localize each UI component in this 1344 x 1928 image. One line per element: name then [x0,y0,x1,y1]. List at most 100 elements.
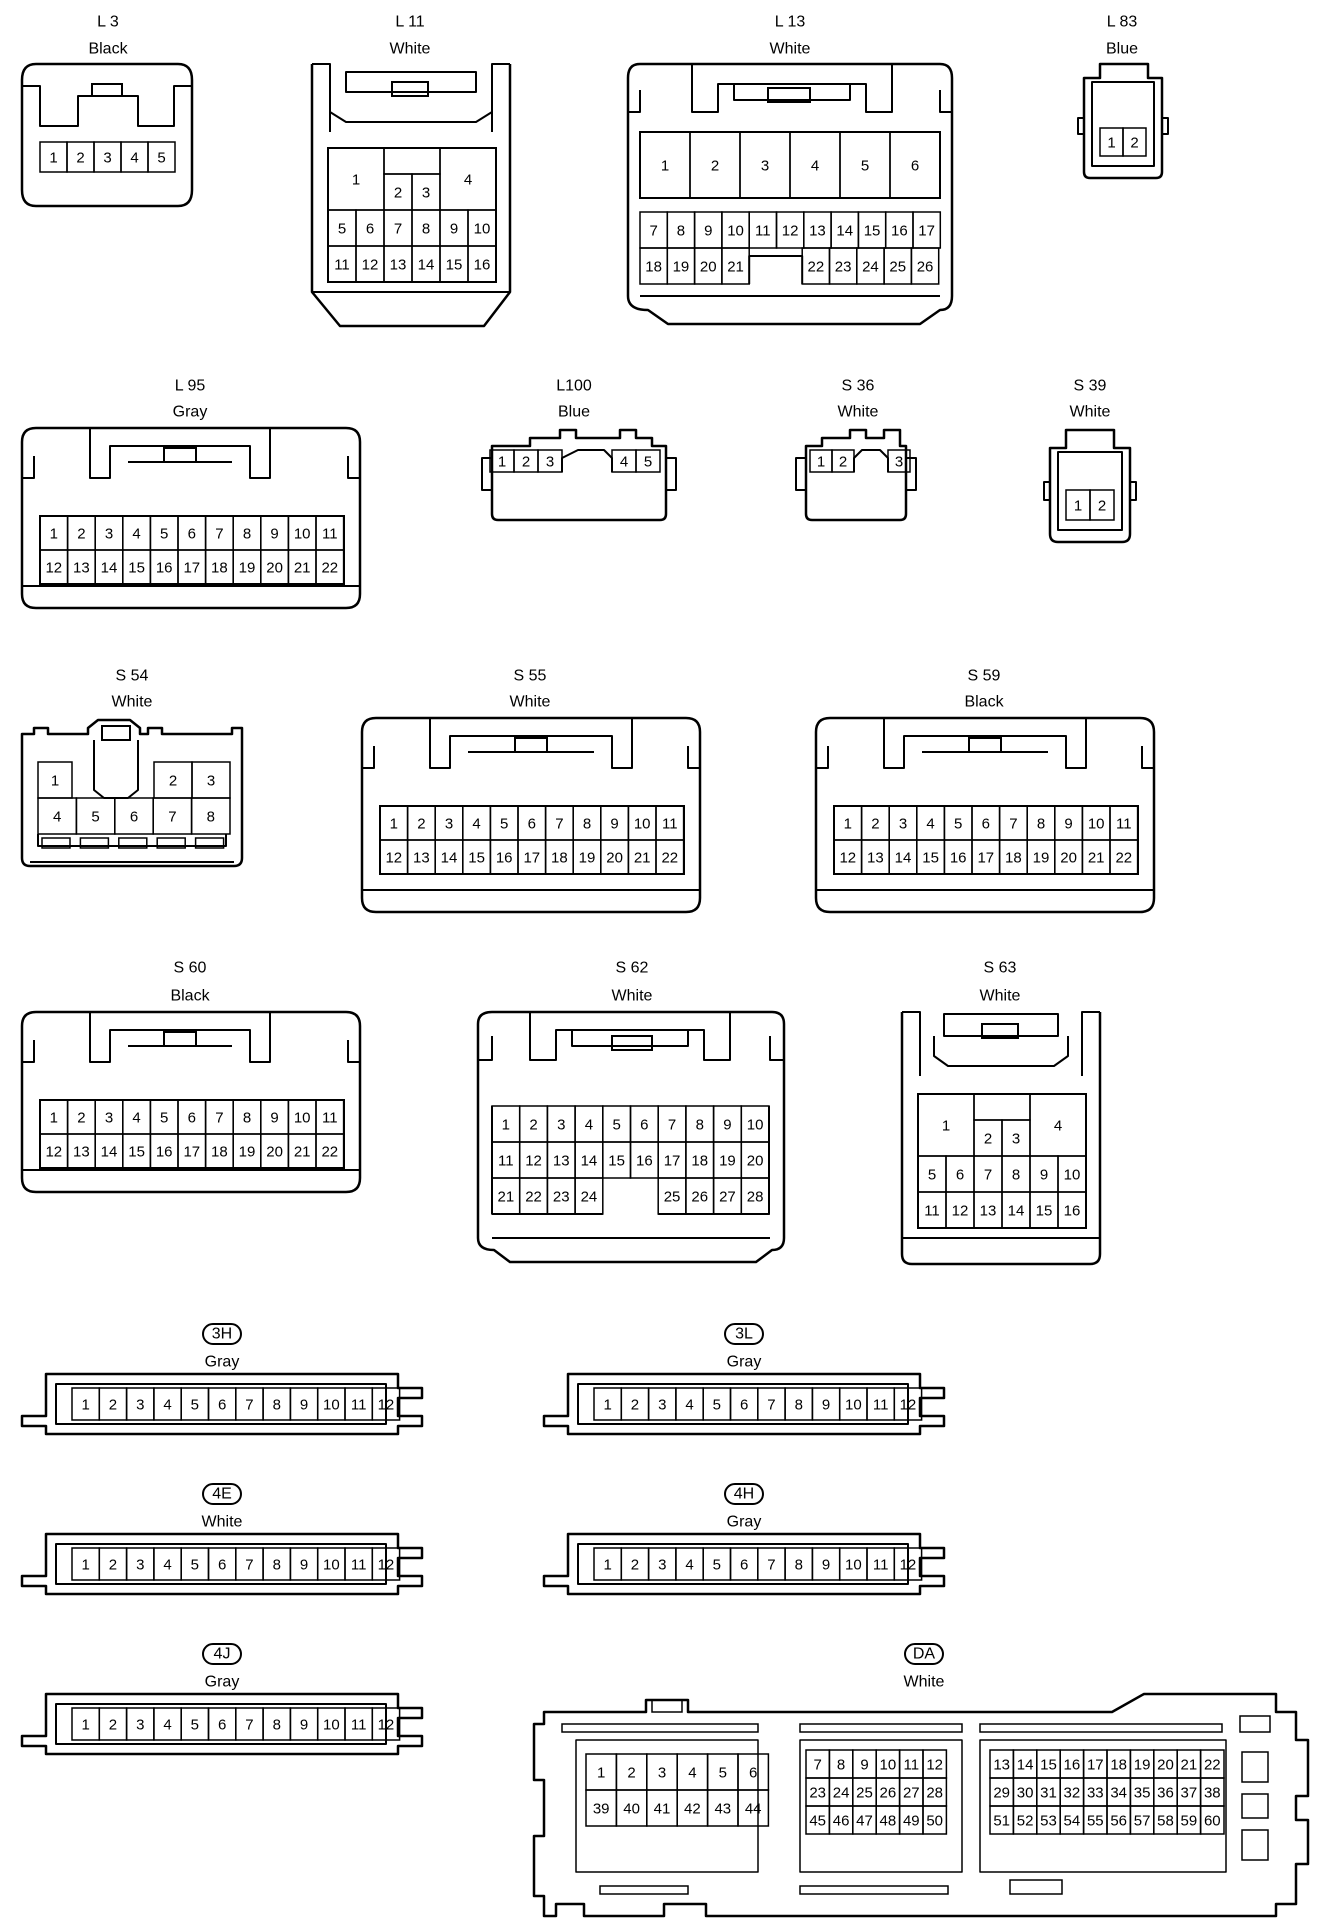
pin-l13: 14 [836,223,853,240]
pin-da: 10 [880,1757,897,1774]
pin-s59: 21 [1088,850,1105,867]
pin-4e: 2 [109,1557,117,1574]
pin-4e: 6 [218,1557,226,1574]
pin-l100: 4 [620,454,628,471]
pin-s59: 1 [844,816,852,833]
pin-da: 42 [684,1801,701,1818]
pin-s62: 4 [585,1117,593,1134]
pin-4j: 3 [136,1717,144,1734]
pin-l13: 16 [891,223,908,240]
pin-l11: 14 [418,257,435,274]
pin-4h: 12 [900,1557,917,1574]
pin-s60: 9 [270,1110,278,1127]
pin-da: 32 [1064,1785,1081,1802]
connector-code: 3H [212,1326,232,1343]
pin-s59: 4 [926,816,934,833]
pin-s63: 15 [1036,1203,1053,1220]
connector-color: Blue [558,404,590,421]
pin-l13: 13 [809,223,826,240]
pin-s62: 9 [723,1117,731,1134]
pin-s63: 6 [956,1167,964,1184]
pin-da: 57 [1134,1813,1151,1830]
pin-da: 44 [745,1801,762,1818]
pin-l13: 17 [918,223,935,240]
pin-s60: 22 [321,1144,338,1161]
pin-l11: 12 [362,257,379,274]
pin-l100: 5 [644,454,652,471]
pin-da: 23 [809,1785,826,1802]
pin-l100: 1 [498,454,506,471]
pin-s60: 4 [132,1110,140,1127]
pin-s60: 17 [183,1144,200,1161]
pin-s62: 18 [691,1153,708,1170]
pin-s54: 7 [168,809,176,826]
pin-l95: 15 [128,560,145,577]
connector-code: 3L [735,1326,753,1343]
pin-3l: 3 [658,1397,666,1414]
pin-l13: 2 [711,158,719,175]
pin-s55: 16 [496,850,513,867]
pin-s63: 4 [1054,1118,1062,1135]
connector-code: L 13 [775,14,806,31]
pin-s63: 8 [1012,1167,1020,1184]
pin-3l: 12 [900,1397,917,1414]
pin-l95: 9 [270,526,278,543]
pin-l3: 1 [49,150,57,167]
pin-l95: 18 [211,560,228,577]
pin-s63: 14 [1008,1203,1025,1220]
pin-s36: 3 [895,454,903,471]
pin-da: 18 [1110,1757,1127,1774]
pin-l3: 3 [103,150,111,167]
pin-s63: 10 [1064,1167,1081,1184]
pin-s55: 10 [634,816,651,833]
pin-da: 21 [1181,1757,1198,1774]
connector-code: L 95 [175,378,206,395]
pin-da: 17 [1087,1757,1104,1774]
pin-l11: 4 [464,172,472,189]
pin-da: 16 [1064,1757,1081,1774]
pin-s62: 20 [747,1153,764,1170]
pin-4e: 12 [378,1557,395,1574]
pin-l95: 20 [266,560,283,577]
pin-s55: 4 [472,816,480,833]
pin-da: 26 [880,1785,897,1802]
connector-color: Black [88,41,128,58]
pin-s59: 18 [1005,850,1022,867]
pin-da: 27 [903,1785,920,1802]
pin-s62: 7 [668,1117,676,1134]
pin-da: 25 [856,1785,873,1802]
pin-3h: 10 [323,1397,340,1414]
pin-s54: 1 [51,773,59,790]
connector-code: L 83 [1107,14,1138,31]
pin-s59: 8 [1037,816,1045,833]
pin-s59: 2 [871,816,879,833]
pin-s59: 9 [1064,816,1072,833]
pin-s60: 8 [243,1110,251,1127]
connector-code: DA [913,1646,936,1663]
connector-color: White [390,41,431,58]
pin-da: 48 [880,1813,897,1830]
pin-l13: 1 [661,158,669,175]
connector-code: S 55 [514,668,547,685]
pin-s59: 13 [867,850,884,867]
pin-da: 13 [993,1757,1010,1774]
pin-da: 54 [1064,1813,1081,1830]
connector-color: Black [964,694,1004,711]
pin-s60: 21 [294,1144,311,1161]
pin-s62: 26 [691,1189,708,1206]
pin-s55: 8 [583,816,591,833]
connector-color: Gray [727,1514,762,1531]
pin-4e: 4 [163,1557,171,1574]
pin-l11: 5 [338,221,346,238]
pin-da: 11 [904,1757,920,1774]
pin-3l: 11 [873,1397,889,1414]
connector-color: White [980,988,1021,1005]
pin-l83: 1 [1107,135,1115,152]
pin-da: 8 [837,1757,845,1774]
